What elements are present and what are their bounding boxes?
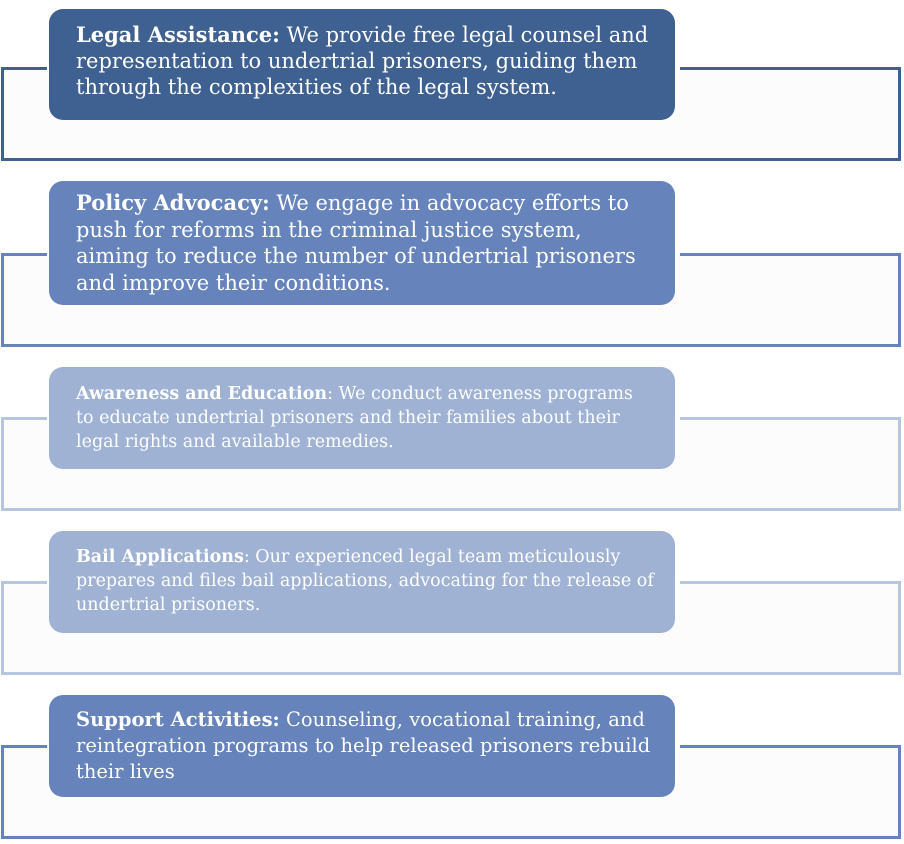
item-text: We engage in advocacy efforts to push fo… — [76, 191, 636, 295]
item-title: Legal Assistance: — [76, 22, 280, 47]
frame-top-left — [1, 67, 47, 70]
frame-top-right — [680, 581, 901, 584]
item-title: Bail Applications — [76, 547, 244, 567]
item-box: Support Activities: Counseling, vocation… — [49, 695, 675, 797]
item-title: Policy Advocacy: — [76, 190, 270, 215]
item-title: Awareness and Education — [76, 384, 328, 404]
frame-top-right — [680, 417, 901, 420]
item-title: Support Activities: — [76, 708, 280, 731]
frame-top-left — [1, 581, 47, 584]
frame-top-right — [680, 253, 901, 256]
item-text: Counseling, vocational training, and rei… — [76, 708, 651, 783]
item-box: Legal Assistance: We provide free legal … — [49, 9, 675, 120]
item-box: Policy Advocacy: We engage in advocacy e… — [49, 181, 675, 305]
item-text: We provide free legal counsel and repres… — [76, 23, 649, 99]
frame-top-right — [680, 745, 901, 748]
frame-top-left — [1, 417, 47, 420]
item-text: : Our experienced legal team meticulousl… — [76, 547, 654, 615]
frame-top-right — [680, 67, 901, 70]
item-box: Awareness and Education: We conduct awar… — [49, 367, 675, 469]
frame-top-left — [1, 253, 47, 256]
item-text: : We conduct awareness programs to educa… — [76, 384, 633, 452]
item-box: Bail Applications: Our experienced legal… — [49, 531, 675, 633]
frame-top-left — [1, 745, 47, 748]
